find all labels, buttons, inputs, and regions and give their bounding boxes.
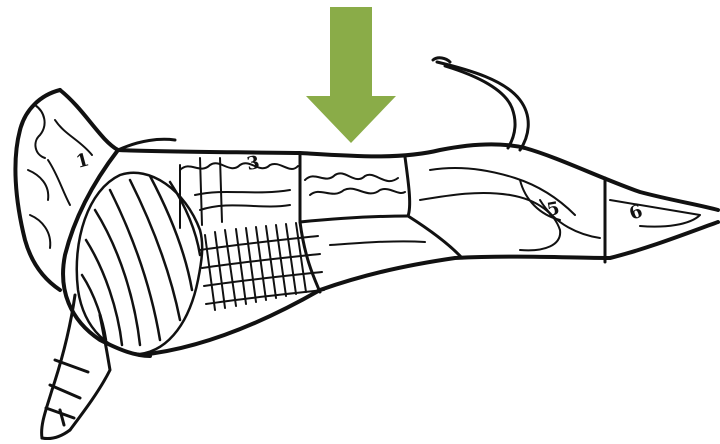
cut-label-1: 1 — [74, 149, 92, 173]
body-outline — [15, 90, 718, 356]
cut-label-3: 3 — [245, 152, 261, 175]
rib-cage — [77, 173, 202, 354]
tail — [433, 58, 528, 150]
green-down-arrow — [306, 7, 396, 143]
vertebrae — [180, 163, 405, 195]
cut-label-6: 6 — [627, 201, 646, 225]
cut-dividers — [118, 139, 605, 292]
